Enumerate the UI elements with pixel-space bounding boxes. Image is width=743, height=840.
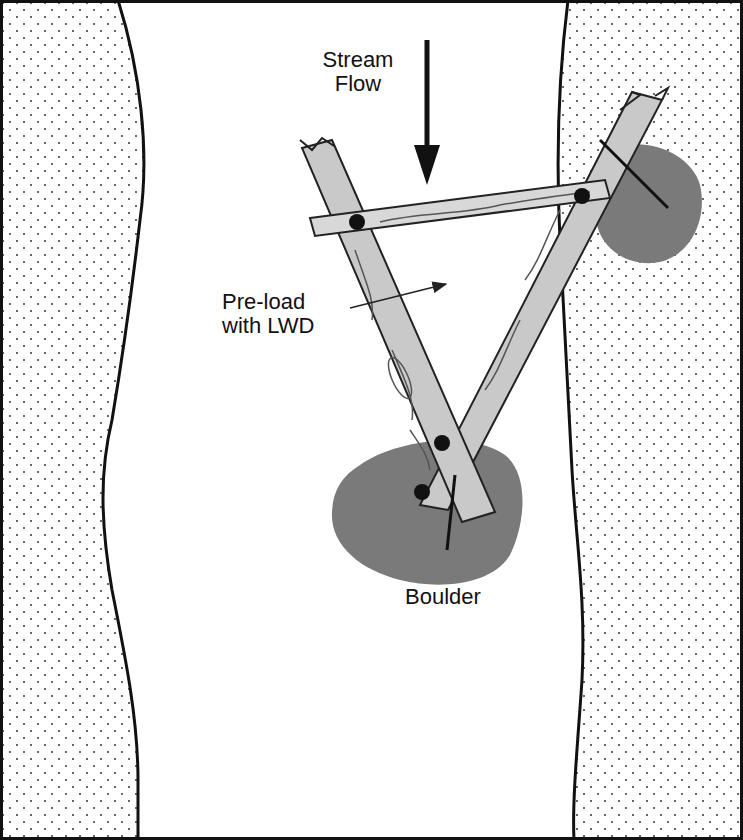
bolt <box>414 484 430 500</box>
wood-grain <box>380 192 590 222</box>
bolt <box>434 435 450 451</box>
anchor-cable <box>447 475 455 550</box>
right-bank <box>558 0 743 840</box>
log-end <box>300 138 334 150</box>
flow-arrow-head <box>414 145 440 185</box>
bolt <box>349 214 365 230</box>
right-bank-edge <box>558 0 583 840</box>
anchor-cable <box>600 140 668 208</box>
flow-arrow-shaft <box>425 40 430 150</box>
wood-grain <box>485 210 560 390</box>
flow-label: Stream Flow <box>308 48 408 96</box>
cross-log <box>310 180 610 236</box>
wood-grain <box>355 250 430 470</box>
leader-line <box>350 284 446 308</box>
log-end <box>620 88 668 110</box>
knot <box>384 355 417 402</box>
left-bank-edge <box>103 0 144 840</box>
bolt <box>574 188 590 204</box>
left-bank <box>0 0 144 840</box>
callout-label: Pre-load with LWD <box>222 290 340 338</box>
part-label: Boulder <box>405 585 515 609</box>
